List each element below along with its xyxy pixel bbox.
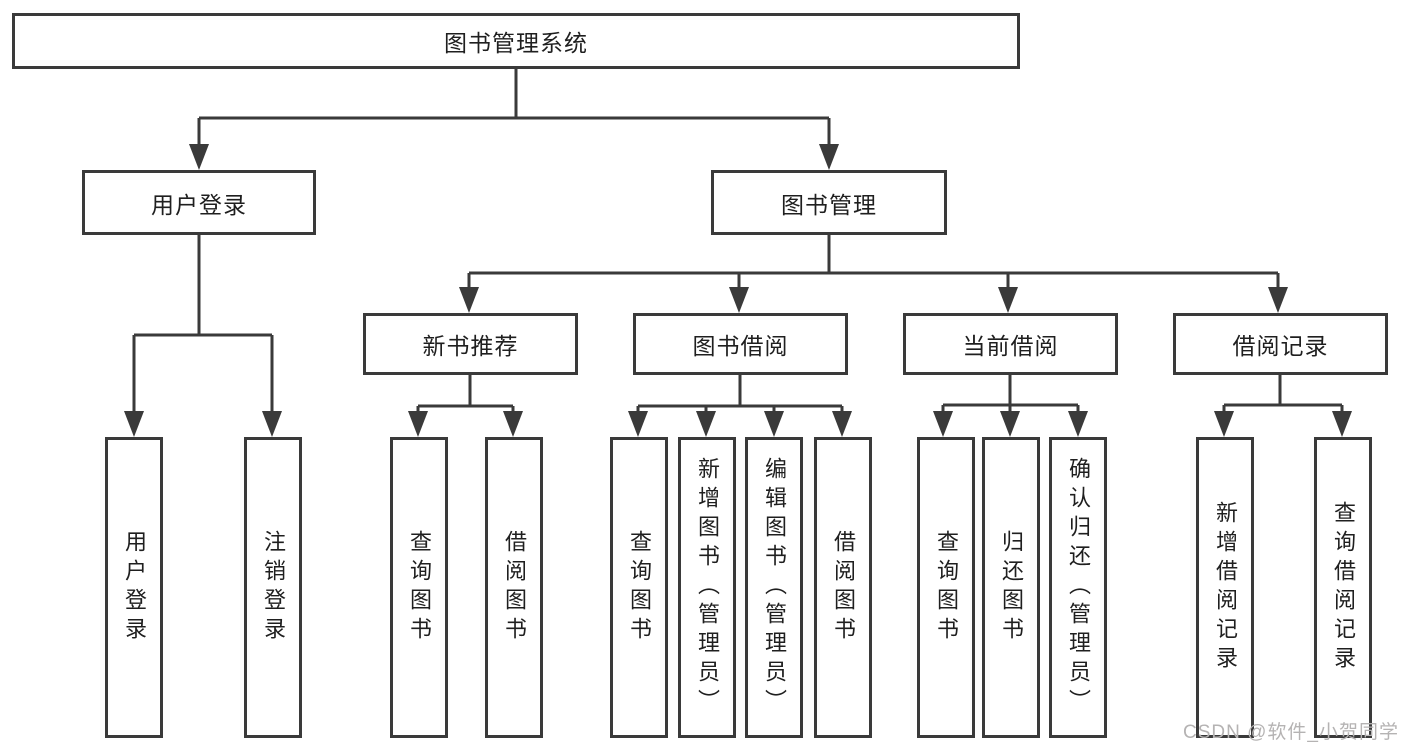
connector-borrow-records-leaves (1222, 375, 1344, 413)
connector-root-to-level2 (197, 68, 831, 146)
leaf-query-borrow-record: 查询借阅记录 (1314, 437, 1372, 738)
arrow-down-icon (503, 411, 523, 437)
arrow-down-icon (124, 411, 144, 437)
connector-current-borrow-leaves (941, 375, 1080, 413)
leaf-label: 查询图书 (934, 529, 959, 646)
node-root-system: 图书管理系统 (12, 13, 1020, 69)
leaf-label: 借阅图书 (831, 529, 856, 646)
node-user-login: 用户登录 (82, 170, 316, 235)
arrow-down-icon (764, 411, 784, 437)
arrow-down-icon (262, 411, 282, 437)
arrow-down-icon (933, 411, 953, 437)
node-new-book-recommend: 新书推荐 (363, 313, 578, 375)
leaf-borrow-books-rec: 借阅图书 (485, 437, 543, 738)
arrow-down-icon (819, 144, 839, 170)
leaf-query-books-borrow: 查询图书 (610, 437, 668, 738)
leaf-label: 确认归还（管理员） (1066, 457, 1091, 718)
arrow-down-icon (1332, 411, 1352, 437)
arrow-down-icon (729, 287, 749, 313)
node-current-borrow: 当前借阅 (903, 313, 1118, 375)
leaf-label: 借阅图书 (502, 529, 527, 646)
arrowheads (124, 144, 1352, 437)
node-label: 图书管理 (781, 191, 877, 218)
node-book-borrow: 图书借阅 (633, 313, 848, 375)
leaf-borrow-books: 借阅图书 (814, 437, 872, 738)
leaf-edit-books-admin: 编辑图书（管理员） (745, 437, 803, 738)
connector-new-book-rec-leaves (416, 375, 515, 413)
leaf-label: 查询借阅记录 (1331, 500, 1356, 675)
arrow-down-icon (1000, 411, 1020, 437)
connector-book-mgmt-to-level3 (467, 234, 1280, 289)
leaf-label: 编辑图书（管理员） (762, 457, 787, 718)
leaf-user-login: 用户登录 (105, 437, 163, 738)
arrow-down-icon (1068, 411, 1088, 437)
arrow-down-icon (832, 411, 852, 437)
leaf-label: 归还图书 (999, 529, 1024, 646)
connector-user-login-leaves (132, 234, 274, 413)
arrow-down-icon (459, 287, 479, 313)
leaf-label: 查询图书 (627, 529, 652, 646)
leaf-label: 用户登录 (122, 529, 147, 646)
node-label: 新书推荐 (422, 333, 519, 359)
arrow-down-icon (628, 411, 648, 437)
arrow-down-icon (408, 411, 428, 437)
arrow-down-icon (1268, 287, 1288, 313)
arrow-down-icon (998, 287, 1018, 313)
node-label: 图书管理系统 (444, 30, 588, 56)
leaf-query-books-rec: 查询图书 (390, 437, 448, 738)
leaf-return-books: 归还图书 (982, 437, 1040, 738)
leaf-label: 新增借阅记录 (1213, 500, 1238, 675)
node-label: 当前借阅 (962, 333, 1059, 359)
arrow-down-icon (189, 144, 209, 170)
arrow-down-icon (1214, 411, 1234, 437)
leaf-label: 查询图书 (407, 529, 432, 646)
leaf-query-books-current: 查询图书 (917, 437, 975, 738)
node-label: 图书借阅 (692, 333, 789, 359)
leaf-label: 新增图书（管理员） (695, 457, 720, 718)
node-label: 借阅记录 (1232, 333, 1329, 359)
node-book-management: 图书管理 (711, 170, 947, 235)
leaf-label: 注销登录 (261, 529, 286, 646)
connector-book-borrow-leaves (636, 375, 844, 413)
csdn-watermark: CSDN @软件_小贺同学 (1183, 722, 1399, 743)
leaf-add-borrow-record: 新增借阅记录 (1196, 437, 1254, 738)
leaf-confirm-return-admin: 确认归还（管理员） (1049, 437, 1107, 738)
arrow-down-icon (696, 411, 716, 437)
node-label: 用户登录 (151, 191, 247, 218)
node-borrow-records: 借阅记录 (1173, 313, 1388, 375)
leaf-logout: 注销登录 (244, 437, 302, 738)
leaf-add-books-admin: 新增图书（管理员） (678, 437, 736, 738)
